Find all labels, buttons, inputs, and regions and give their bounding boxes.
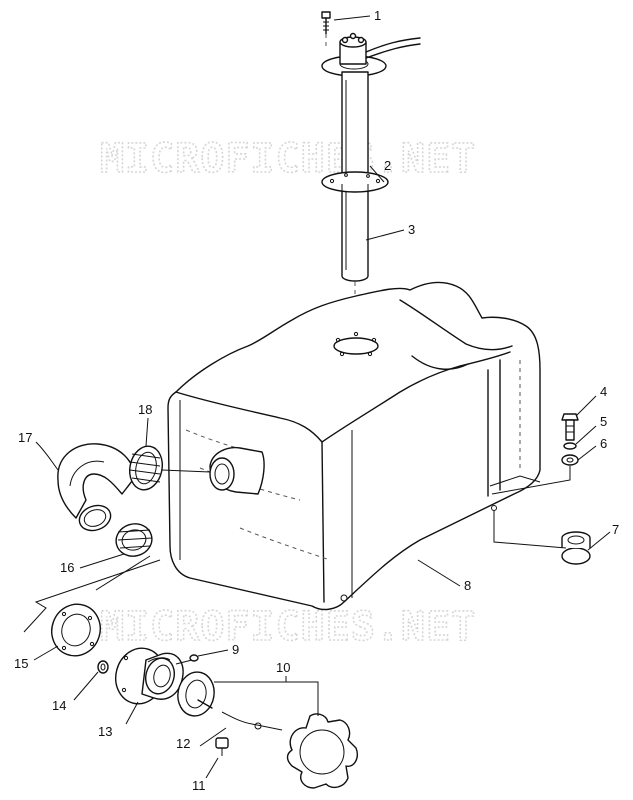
callout-14: 14 xyxy=(52,698,66,713)
callout-1: 1 xyxy=(374,8,381,23)
callout-18: 18 xyxy=(138,402,152,417)
part-8-fuel-tank xyxy=(167,281,541,611)
part-10-leader xyxy=(214,681,319,716)
part-13-filler-neck xyxy=(115,647,184,705)
callout-16: 16 xyxy=(60,560,74,575)
part-14-nut xyxy=(97,660,109,674)
callout-6: 6 xyxy=(600,436,607,451)
callout-3: 3 xyxy=(408,222,415,237)
part-2-3-fuel-sender xyxy=(321,32,421,336)
part-5-washer xyxy=(563,442,577,450)
part-7-leader xyxy=(493,510,567,549)
callout-9: 9 xyxy=(232,642,239,657)
callout-11: 11 xyxy=(192,778,206,793)
callout-7: 7 xyxy=(612,522,619,537)
guide-line-left xyxy=(23,559,161,633)
callout-5: 5 xyxy=(600,414,607,429)
callout-2: 2 xyxy=(384,158,391,173)
part-1-screw xyxy=(321,11,331,46)
part-15-gasket xyxy=(51,603,101,657)
part-18-clamp xyxy=(128,445,164,491)
callout-12: 12 xyxy=(176,736,190,751)
part-12-tether xyxy=(197,699,283,731)
callout-17: 17 xyxy=(18,430,32,445)
watermark-top: MICROFICHES.NET xyxy=(100,136,476,182)
part-4-bolt xyxy=(561,413,579,441)
part-10-filler-cap xyxy=(177,671,358,789)
part-17-hose xyxy=(57,443,137,532)
guide-line-left-2 xyxy=(95,555,151,591)
watermark-bottom: MICROFICHES.NET xyxy=(100,604,476,650)
callout-13: 13 xyxy=(98,724,112,739)
part-7-grommet xyxy=(561,531,591,565)
callout-10: 10 xyxy=(276,660,290,675)
callout-4: 4 xyxy=(600,384,607,399)
part-11-screw xyxy=(215,737,229,756)
part-9-screw xyxy=(175,654,199,665)
part-6-washer xyxy=(561,454,579,466)
callout-8: 8 xyxy=(464,578,471,593)
part-18-leader xyxy=(161,469,211,473)
part-16-clamp xyxy=(115,523,153,557)
callout-leaders xyxy=(33,15,611,779)
part-4-leader xyxy=(491,466,571,495)
callout-15: 15 xyxy=(14,656,28,671)
